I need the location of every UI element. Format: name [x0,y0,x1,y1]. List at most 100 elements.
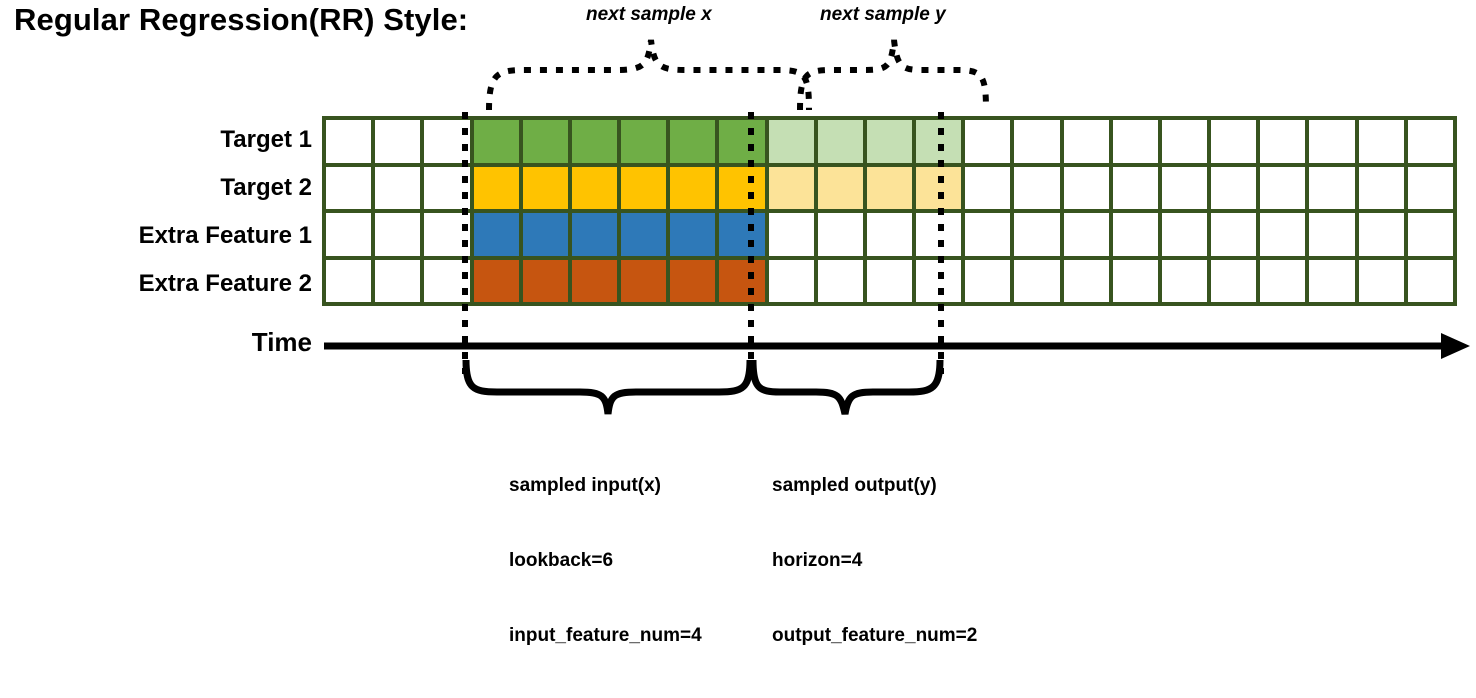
grid-cell-r2-c12 [866,166,913,209]
grid-cell-r3-c8 [670,213,716,256]
grid-cell-r1-c15 [1014,120,1060,163]
grid-cell-r3-c14 [965,213,1011,256]
annotation-line: output_feature_num=2 [772,625,978,646]
row-label-target-2: Target 2 [0,164,312,212]
grid-cell-r1-c2 [375,120,421,163]
grid-cell-r2-c14 [965,166,1011,209]
grid-cell-r3-c22 [1358,213,1404,256]
grid-cell-r1-c1 [326,120,372,163]
grid-cell-r4-c12 [866,259,913,302]
grid-cell-r1-c21 [1309,120,1355,163]
grid-cell-r2-c11 [817,166,863,209]
grid-cell-r1-c16 [1063,120,1109,163]
time-arrow [324,333,1470,359]
grid-cell-r3-c9 [719,213,765,256]
grid-cell-r3-c13 [916,213,962,256]
grid-cell-r3-c17 [1112,213,1158,256]
grid-cell-r1-c19 [1211,120,1257,163]
grid-cell-r1-c20 [1260,120,1306,163]
grid-cell-r3-c15 [1014,213,1060,256]
grid-cell-r1-c7 [621,120,667,163]
grid-cell-r4-c16 [1063,259,1109,302]
grid-cell-r2-c22 [1358,166,1404,209]
grid-cell-r2-c21 [1309,166,1355,209]
grid-cell-r4-c14 [965,259,1011,302]
brace-next-sample-x [486,39,812,111]
brace-sampled-output [749,359,944,415]
grid-cell-r4-c10 [768,259,814,302]
annotation-line: horizon=4 [772,550,863,571]
grid-cell-r3-c21 [1309,213,1355,256]
row-label-text: Extra Feature 1 [138,222,312,249]
grid-cell-r3-c12 [866,213,913,256]
annotation-sampled-output: sampled output(y) horizon=4 output_featu… [772,423,977,698]
grid-cell-r2-c3 [424,166,470,209]
grid-cell-r2-c4 [473,166,519,209]
grid-cell-r4-c4 [473,259,519,302]
row-label-text: Target 1 [220,126,312,153]
grid-cell-r4-c9 [719,259,765,302]
grid-cell-r4-c6 [571,259,618,302]
grid-cell-r2-c9 [719,166,765,209]
annotation-line: sampled output(y) [772,475,937,496]
callout-next-sample-y: next sample y [820,4,946,25]
grid-cell-r2-c1 [326,166,372,209]
grid-cell-r3-c20 [1260,213,1306,256]
grid-cell-r4-c1 [326,259,372,302]
grid-cell-r3-c5 [522,213,568,256]
grid-cell-r2-c17 [1112,166,1158,209]
annotation-line: sampled input(x) [509,475,662,496]
callout-next-sample-x: next sample x [586,4,712,25]
page-title: Regular Regression(RR) Style: [14,2,469,37]
grid-cell-r4-c20 [1260,259,1306,302]
grid-cell-r2-c2 [375,166,421,209]
row-label-text: Target 2 [220,174,312,201]
grid-cell-r4-c22 [1358,259,1404,302]
grid-cell-r1-c11 [817,120,863,163]
grid-cell-r4-c13 [916,259,962,302]
grid-cell-r4-c21 [1309,259,1355,302]
grid-cell-r1-c6 [571,120,618,163]
grid-cell-r2-c6 [571,166,618,209]
timeline-grid [322,116,1457,306]
grid-cell-r1-c10 [768,120,814,163]
grid-cell-r2-c23 [1407,166,1453,209]
grid-cell-r1-c18 [1161,120,1208,163]
grid-cell-r3-c23 [1407,213,1453,256]
grid-cell-r2-c19 [1211,166,1257,209]
grid-cell-r4-c5 [522,259,568,302]
grid-cell-r2-c8 [670,166,716,209]
row-label-text: Extra Feature 2 [138,270,312,297]
grid-cell-r1-c4 [473,120,519,163]
annotation-sampled-input: sampled input(x) lookback=6 input_featur… [509,423,702,698]
grid-cell-r2-c13 [916,166,962,209]
grid-cell-r3-c16 [1063,213,1109,256]
brace-next-sample-y [797,39,989,111]
grid-cell-r2-c15 [1014,166,1060,209]
grid-cell-r2-c18 [1161,166,1208,209]
grid-cell-r4-c23 [1407,259,1453,302]
annotation-line: input_feature_num=4 [509,625,702,646]
grid-cell-r2-c10 [768,166,814,209]
time-axis-label: Time [251,327,312,357]
grid-cell-r1-c5 [522,120,568,163]
grid-cell-r1-c23 [1407,120,1453,163]
grid-cell-r1-c17 [1112,120,1158,163]
row-label-extra-feature-2: Extra Feature 2 [0,260,312,308]
grid-cell-r3-c18 [1161,213,1208,256]
grid-cell-r4-c11 [817,259,863,302]
grid-cell-r2-c7 [621,166,667,209]
grid-cell-r4-c7 [621,259,667,302]
grid-cell-r3-c11 [817,213,863,256]
grid-cell-r3-c1 [326,213,372,256]
grid-cell-r3-c7 [621,213,667,256]
grid-cell-r3-c2 [375,213,421,256]
row-label-target-1: Target 1 [0,116,312,164]
grid-cell-r1-c14 [965,120,1011,163]
row-label-extra-feature-1: Extra Feature 1 [0,212,312,260]
grid-cell-r1-c9 [719,120,765,163]
grid-cell-r3-c10 [768,213,814,256]
grid-cell-r3-c3 [424,213,470,256]
brace-sampled-input [462,359,754,415]
grid-cell-r2-c20 [1260,166,1306,209]
